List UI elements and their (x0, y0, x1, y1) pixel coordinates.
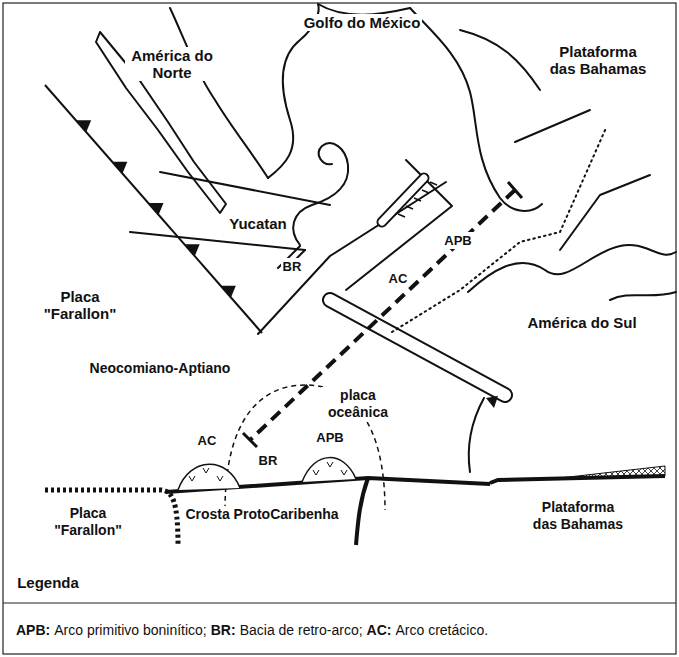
arc-tick (414, 198, 421, 201)
map-abbrev: AC (387, 270, 410, 287)
legend-title: Legenda (15, 574, 81, 591)
section-label: Plataforma das Bahamas (526, 499, 630, 533)
map-abbrev: BR (281, 258, 304, 275)
arc-tick (398, 214, 405, 217)
volcanic-mark (341, 470, 347, 475)
arc-tick (406, 206, 413, 209)
section-abbrev: APB (314, 429, 345, 446)
continent-label: América do Norte (125, 47, 219, 81)
trench-tooth (76, 120, 91, 132)
legend-key: AC: (367, 622, 392, 639)
legend-text: Arco primitivo boninítico; (54, 622, 207, 639)
legend-key: APB: (16, 622, 50, 639)
trench-tooth (112, 162, 127, 174)
volcanic-mark (313, 470, 319, 475)
legend-text: Arco cretácico. (395, 622, 488, 639)
volcanic-mark (327, 462, 333, 467)
section-label: Crosta ProtoCaribenha (183, 506, 340, 523)
volcanic-mark (189, 476, 195, 481)
trench-tooth (185, 244, 200, 256)
section-label: Placa "Farallon" (46, 505, 130, 539)
legend-row: APB:Arco primitivo boninítico;BR:Bacia d… (16, 622, 492, 639)
trench-tooth (149, 203, 164, 215)
platform-label: Plataforma das Bahamas (546, 43, 650, 77)
volcanic-mark (203, 468, 209, 473)
arc-tick (422, 190, 429, 193)
legend-key: BR: (211, 622, 236, 639)
arc-tick (430, 182, 437, 185)
trench-tooth (221, 286, 236, 298)
plate-label: Placa "Farallon" (38, 288, 122, 322)
plate-label: placa oceânica (321, 387, 395, 421)
block-label: Yucatan (227, 215, 289, 232)
section-abbrev: AC (196, 432, 219, 449)
map-abbrev: APB (442, 232, 473, 249)
section-abbrev: BR (257, 452, 280, 469)
legend-text: Bacia de retro-arco; (240, 622, 363, 639)
volcanic-mark (217, 476, 223, 481)
sea-label: Golfo do México (302, 14, 423, 31)
continent-label: América do Sul (525, 314, 638, 331)
age-label: Neocomiano-Aptiano (88, 360, 233, 377)
